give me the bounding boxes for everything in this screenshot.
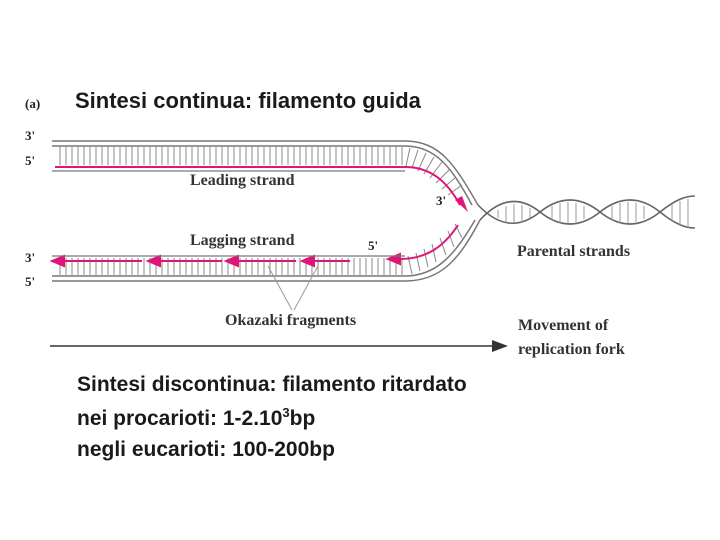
top-template-strand [52, 140, 479, 206]
movement-label-line2: replication fork [518, 341, 625, 358]
eukaryote-fragment-size: negli eucarioti: 100-200bp [77, 438, 335, 461]
bottom-template-strand [52, 219, 481, 282]
helix-base-pairs [497, 199, 689, 226]
parental-strands-label: Parental strands [517, 243, 631, 260]
lagging-5-prime-label: 5' [368, 238, 379, 253]
prokaryote-exponent: 3 [282, 405, 290, 420]
lagging-fragments [49, 224, 459, 268]
discontinuous-title: Sintesi discontinua: filamento ritardato [77, 373, 467, 396]
lagging-strand-label: Lagging strand [190, 232, 295, 249]
prokaryote-fragment-size: nei procarioti: 1-2.103bp [77, 405, 315, 431]
parental-helix [477, 195, 696, 229]
bottom-3-prime-label: 3' [25, 250, 36, 265]
top-3-prime-label: 3' [25, 128, 36, 143]
leading-strand [55, 166, 461, 206]
panel-label: (a) [25, 96, 41, 111]
diagram-title: Sintesi continua: filamento guida [75, 88, 421, 113]
bottom-5-prime-label: 5' [25, 274, 36, 289]
leading-strand-label: Leading strand [190, 172, 295, 189]
okazaki-pointers [267, 265, 319, 311]
okazaki-fragments-label: Okazaki fragments [225, 312, 357, 329]
prokaryote-prefix: nei procarioti: 1-2.10 [77, 407, 283, 430]
leading-3-prime-label: 3' [436, 193, 447, 208]
top-hatching [59, 147, 463, 196]
leading-arrowhead [455, 196, 468, 212]
prokaryote-unit: bp [289, 407, 316, 430]
movement-label-line1: Movement of [518, 317, 609, 334]
top-5-prime-label: 5' [25, 153, 36, 168]
fork-movement-arrowhead [492, 340, 508, 352]
